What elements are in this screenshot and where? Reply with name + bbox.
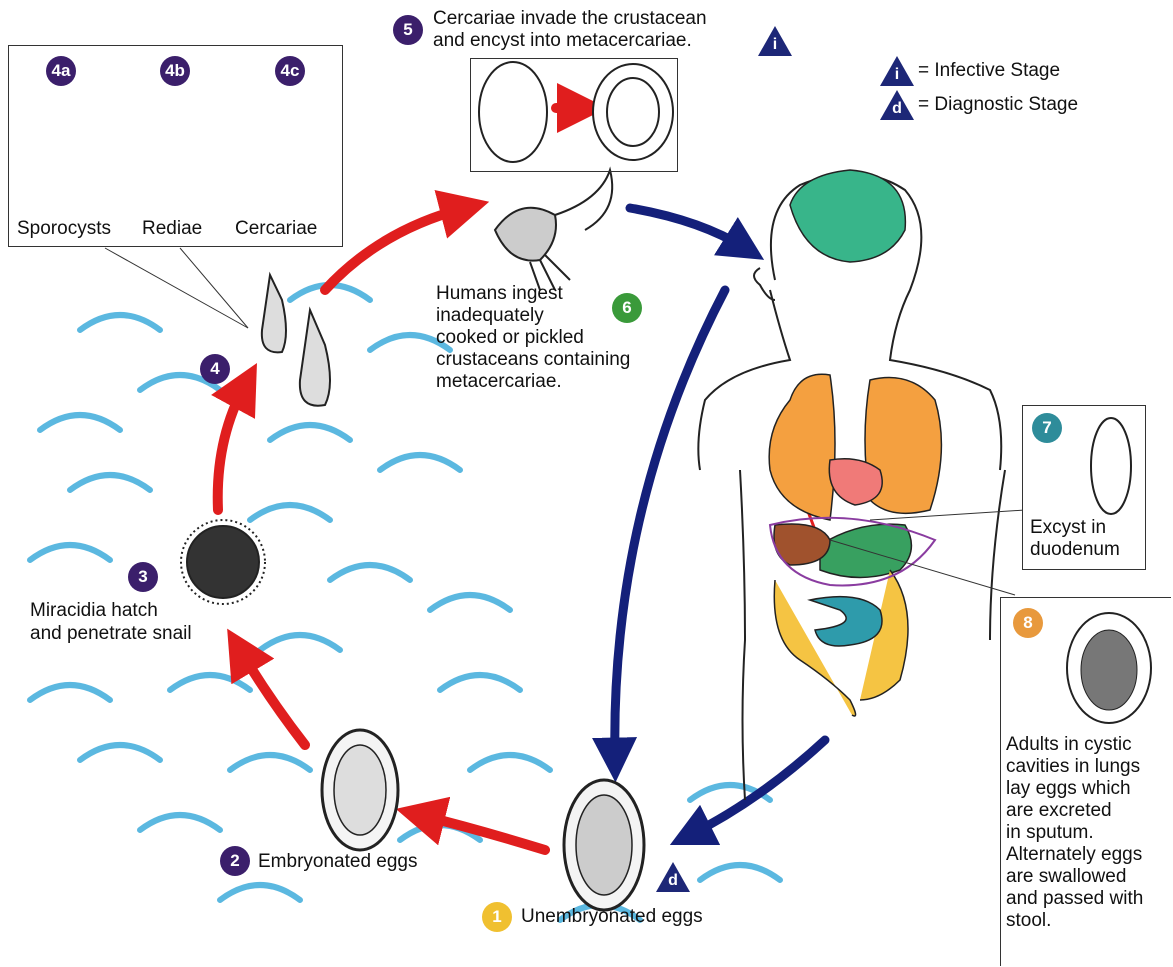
label-stage3-line2: and penetrate snail [30, 623, 192, 645]
infective-triangle-icon: i [880, 56, 914, 86]
badge-4a: 4a [46, 56, 76, 86]
label-stage3-line1: Miracidia hatch [30, 600, 158, 622]
label-sporocysts: Sporocysts [17, 218, 111, 240]
blue-arrows [615, 208, 825, 835]
diagnostic-marker-icon: d [656, 862, 690, 892]
legend-infective-label: = Infective Stage [918, 60, 1060, 82]
badge-4b: 4b [160, 56, 190, 86]
badge-8: 8 [1013, 608, 1043, 638]
badge-7: 7 [1032, 413, 1062, 443]
legend-diagnostic-label: = Diagnostic Stage [918, 94, 1078, 116]
badge-5: 5 [393, 15, 423, 45]
label-stage8: Adults in cystic cavities in lungs lay e… [1006, 734, 1143, 932]
egg-figures [322, 730, 644, 910]
badge-3: 3 [128, 562, 158, 592]
human-organs [769, 170, 941, 716]
label-stage2: Embryonated eggs [258, 851, 418, 873]
badge-2: 2 [220, 846, 250, 876]
infective-marker-icon: i [758, 26, 792, 56]
miracidium-figure [181, 520, 265, 604]
label-rediae: Rediae [142, 218, 202, 240]
label-stage1: Unembryonated eggs [521, 906, 703, 928]
badge-4: 4 [200, 354, 230, 384]
crustacean-stage-box [470, 58, 678, 172]
legend-infective: i = Infective Stage [880, 56, 1060, 86]
label-stage7-line2: duodenum [1030, 539, 1120, 561]
legend-diagnostic: d = Diagnostic Stage [880, 90, 1078, 120]
label-stage5-line2: and encyst into metacercariae. [433, 30, 692, 52]
crustacean-figure [495, 170, 612, 290]
badge-1: 1 [482, 902, 512, 932]
label-stage5-line1: Cercariae invade the crustacean [433, 8, 707, 30]
label-cercariae: Cercariae [235, 218, 317, 240]
diagnostic-triangle-icon: d [880, 90, 914, 120]
badge-4c: 4c [275, 56, 305, 86]
label-stage7-line1: Excyst in [1030, 517, 1106, 539]
label-stage6: Humans ingest inadequately cooked or pic… [436, 283, 630, 393]
